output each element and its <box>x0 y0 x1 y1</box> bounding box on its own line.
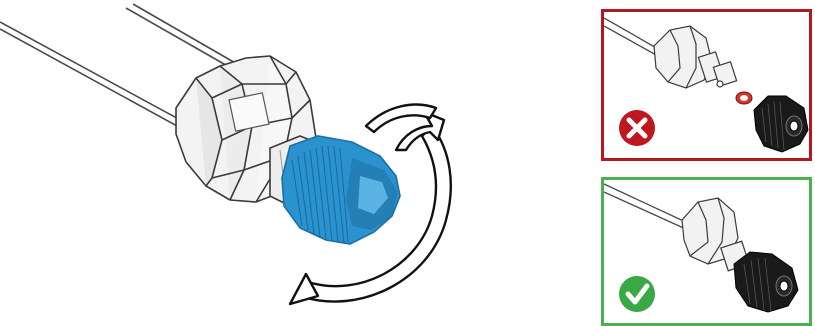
blue-cap <box>282 136 400 244</box>
x-circle-icon <box>619 110 655 146</box>
check-circle-icon <box>619 276 655 312</box>
o-ring <box>736 92 752 104</box>
main-illustration <box>0 0 600 326</box>
incorrect-assembly-panel <box>601 9 812 161</box>
incorrect-assembly-drawing <box>604 12 809 158</box>
black-cap <box>734 252 798 312</box>
black-cap <box>754 96 808 152</box>
correct-assembly-panel <box>601 177 812 326</box>
correct-assembly-drawing <box>604 180 809 323</box>
fitting-stem <box>698 52 736 87</box>
